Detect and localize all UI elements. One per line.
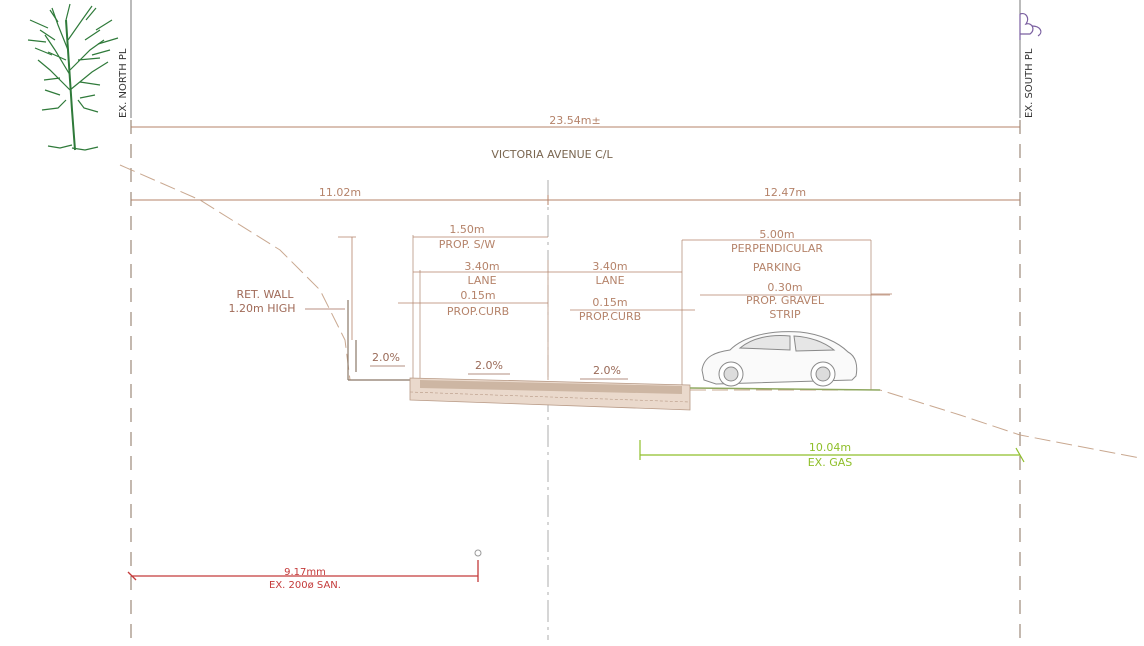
overall-width-label: 23.54m± (549, 114, 600, 127)
retaining-wall (347, 300, 412, 381)
right-lane-width: 3.40m (592, 260, 627, 273)
right-curb-label: PROP.CURB (579, 310, 641, 323)
left-lane-width: 3.40m (464, 260, 499, 273)
sidewalk-grade: 2.0% (372, 351, 400, 364)
north-property-line-label: EX. NORTH PL (118, 48, 129, 118)
centerline-label: VICTORIA AVENUE C/L (491, 148, 613, 161)
left-lane-grade: 2.0% (475, 359, 503, 372)
parking-width: 5.00m (759, 228, 794, 241)
gravel-strip-surface (689, 387, 881, 391)
right-lane-grade: 2.0% (593, 364, 621, 377)
left-half-width-label: 11.02m (319, 186, 361, 199)
gravel-label-1: PROP. GRAVEL (746, 294, 825, 307)
sanitary-label: EX. 200ø SAN. (269, 580, 341, 591)
section-extension-lines (412, 235, 872, 390)
right-curb-width: 0.15m (592, 296, 627, 309)
gas-width-label: 10.04m (809, 441, 851, 454)
parking-label-2: PARKING (753, 261, 801, 274)
left-curb-width: 0.15m (460, 289, 495, 302)
parking-label-1: PERPENDICULAR (731, 242, 823, 255)
gravel-label-2: STRIP (769, 308, 801, 321)
pavement-structure (409, 377, 691, 411)
gas-dimension-line (639, 440, 1025, 463)
car-icon (701, 331, 858, 387)
sanitary-width-label: 9.17mm (284, 567, 326, 578)
retaining-wall-label-1: RET. WALL (236, 288, 294, 301)
left-lane-label: LANE (467, 274, 496, 287)
sanitary-pipe-icon (474, 549, 482, 557)
sidewalk-width: 1.50m (449, 223, 484, 236)
retaining-wall-label-2: 1.20m HIGH (228, 302, 295, 315)
sanitary-dimension-line (127, 560, 479, 582)
south-property-line-label: EX. SOUTH PL (1024, 48, 1035, 118)
right-lane-label: LANE (595, 274, 624, 287)
left-curb-label: PROP.CURB (447, 305, 509, 318)
gravel-width: 0.30m (767, 281, 802, 294)
tree-icon (27, 3, 119, 151)
gas-label: EX. GAS (808, 456, 853, 469)
half-dimension-line (131, 195, 1020, 205)
right-half-width-label: 12.47m (764, 186, 806, 199)
sidewalk-label: PROP. S/W (439, 238, 496, 251)
survey-marker-icon (1019, 13, 1042, 40)
